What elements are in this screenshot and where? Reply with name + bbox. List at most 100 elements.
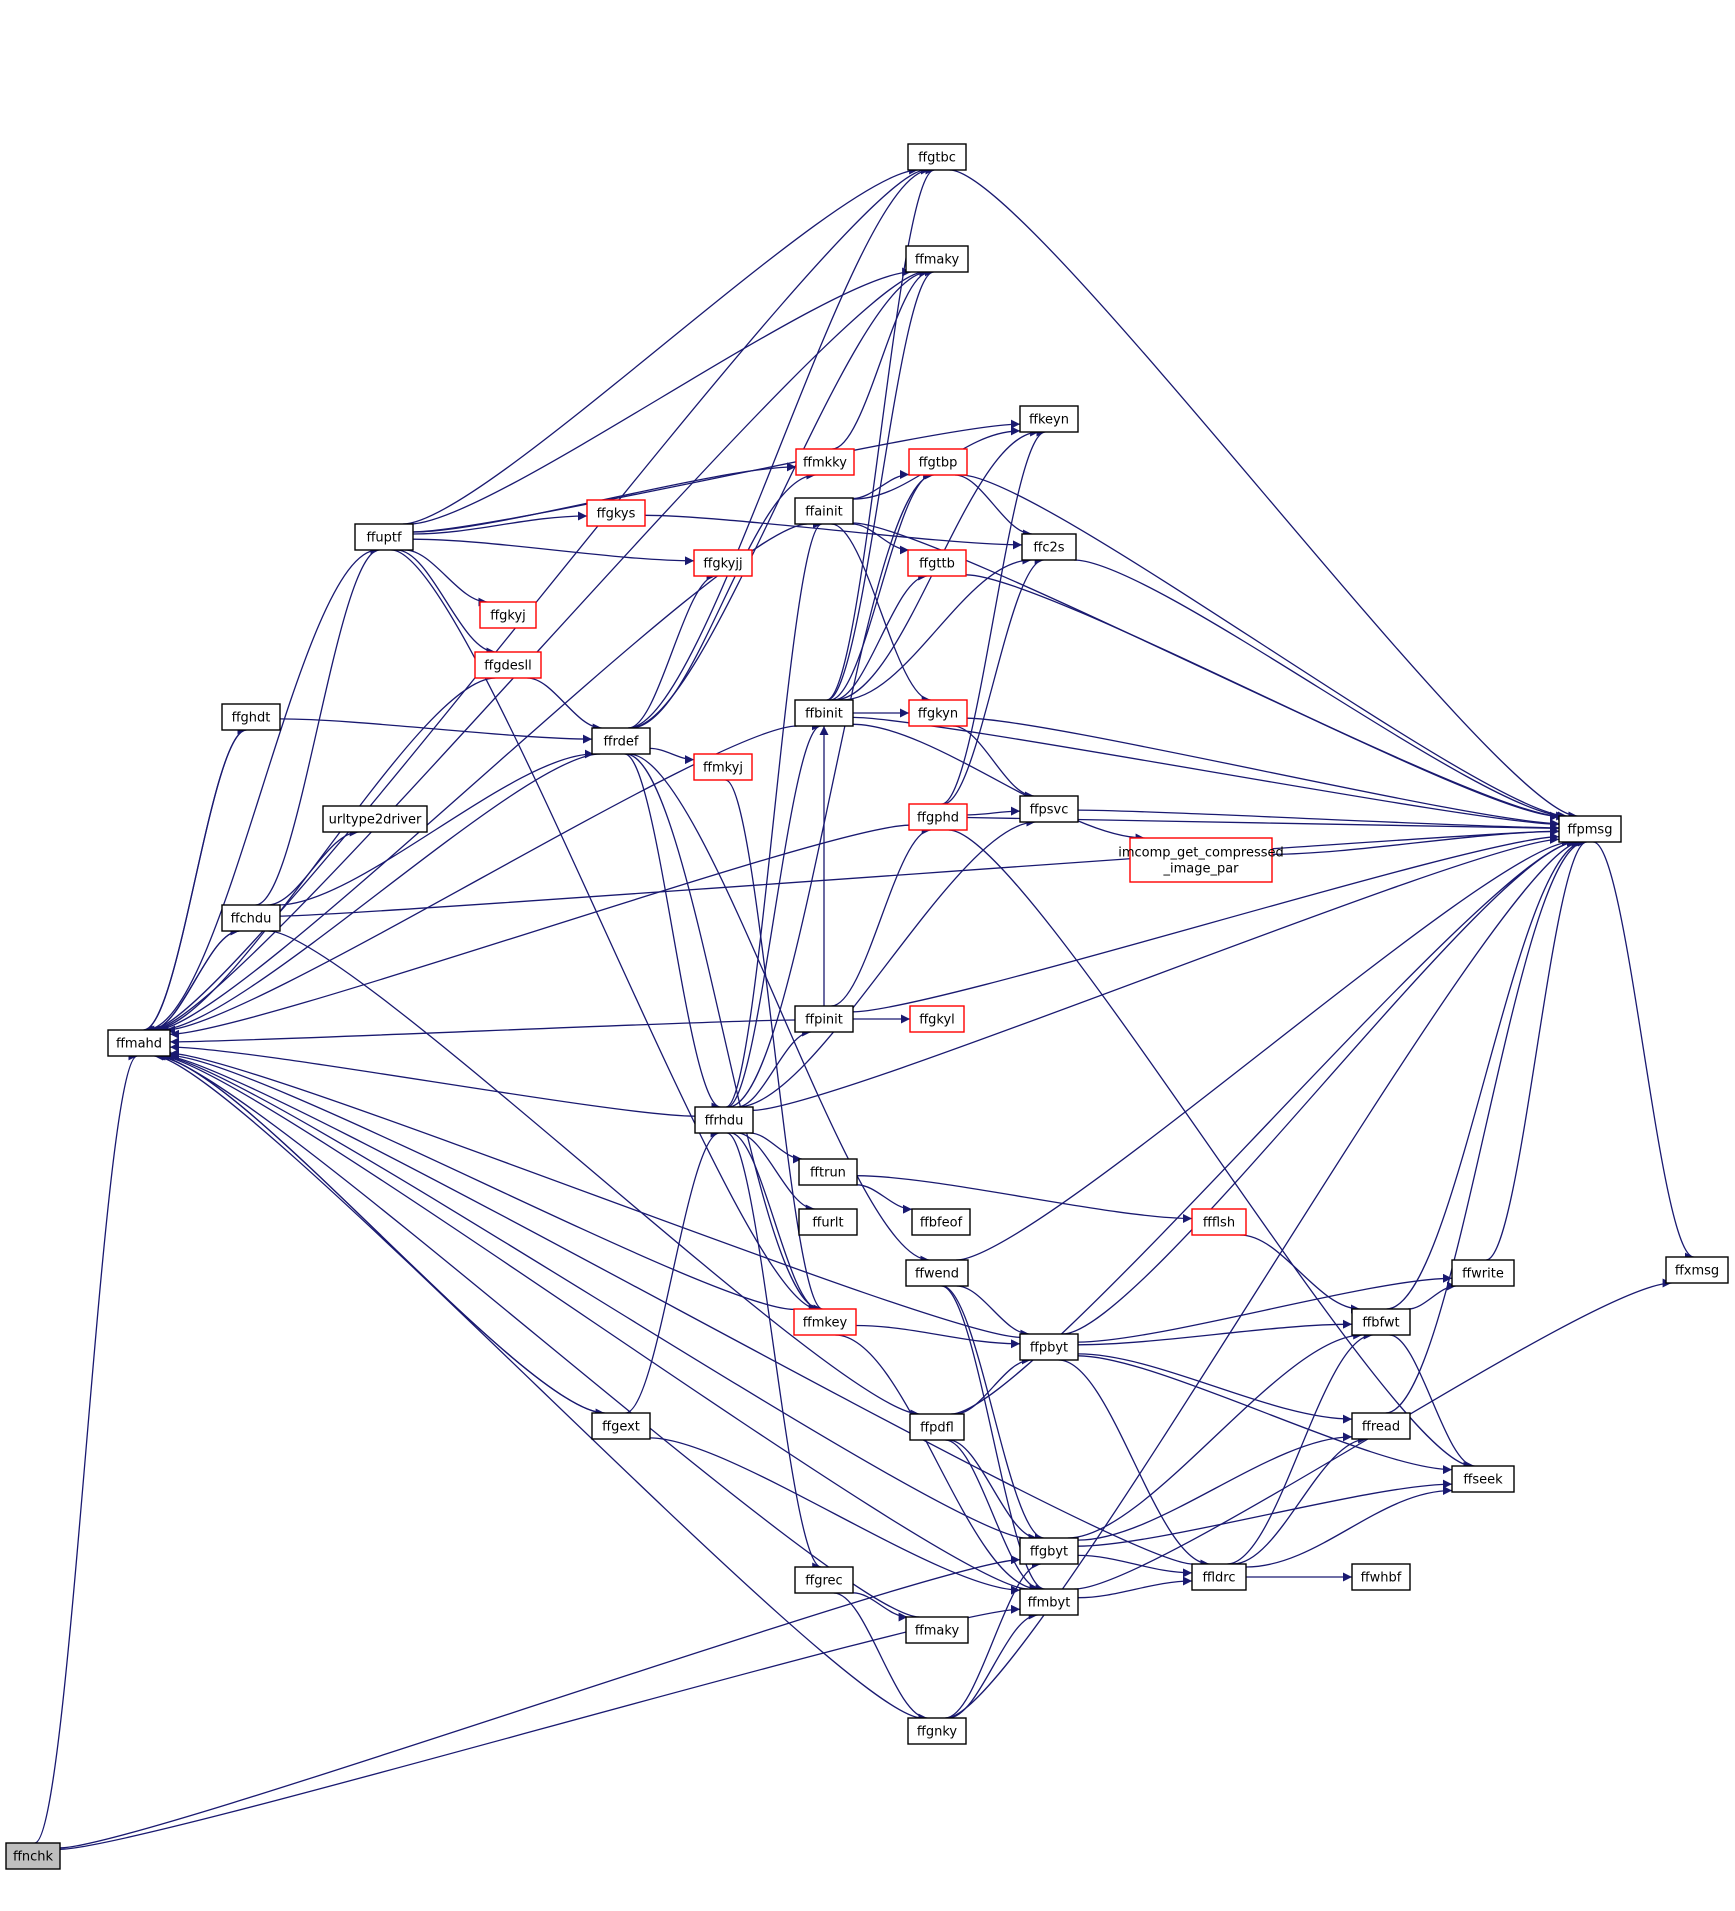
node-box-ffxmsg[interactable] [1665,1256,1729,1284]
node-ffgnky[interactable]: ffgnky [907,1717,967,1745]
node-box-ffwrite[interactable] [1451,1259,1515,1287]
node-ffmkyj[interactable]: ffmkyj [693,753,753,781]
node-box-ffgdesll[interactable] [474,651,542,679]
node-ffgrec[interactable]: ffgrec [794,1566,854,1594]
node-ffgkyj[interactable]: ffgkyj [479,601,537,629]
node-box-ffpsvc[interactable] [1019,795,1079,823]
node-box-ffpbyt[interactable] [1019,1333,1079,1361]
node-box-ffghdt[interactable] [221,703,281,731]
node-box-ffgrec[interactable] [794,1566,854,1594]
node-box-fftrun[interactable] [798,1158,858,1186]
node-box-ffseek[interactable] [1451,1465,1515,1493]
node-box-ffgbyt[interactable] [1019,1537,1079,1565]
node-ffgphd[interactable]: ffgphd [908,803,968,831]
node-box-ffainit[interactable] [794,497,854,525]
node-box-ffgtbp[interactable] [908,448,968,476]
node-box-ffmkey[interactable] [793,1308,857,1336]
node-ffmkey[interactable]: ffmkey [793,1308,857,1336]
node-box-ffmahd[interactable] [107,1029,171,1057]
node-ffflsh[interactable]: ffflsh [1191,1208,1247,1236]
node-ffmaky_bot[interactable]: ffmaky [905,1616,969,1644]
node-box-ffgkys[interactable] [586,499,646,527]
node-ffmkky[interactable]: ffmkky [795,448,855,476]
node-box-ffkeyn[interactable] [1019,405,1079,433]
node-box-ffflsh[interactable] [1191,1208,1247,1236]
node-box-ffurlt[interactable] [798,1208,858,1236]
node-ffgkyn[interactable]: ffgkyn [908,699,968,727]
node-ffrhdu[interactable]: ffrhdu [694,1106,754,1134]
node-box-ffnchk[interactable] [5,1842,61,1870]
node-box-ffmkky[interactable] [795,448,855,476]
node-box-ffmaky_top[interactable] [905,245,969,273]
node-box-ffgphd[interactable] [908,803,968,831]
node-ffuptf[interactable]: ffuptf [354,523,414,551]
node-box-ffread[interactable] [1351,1412,1411,1440]
node-box-ffgkyn[interactable] [908,699,968,727]
node-ffmahd[interactable]: ffmahd [107,1029,171,1057]
node-ffbfwt[interactable]: ffbfwt [1351,1308,1411,1336]
node-ffldrc[interactable]: ffldrc [1191,1563,1247,1591]
node-box-urltype2driver[interactable] [322,805,428,833]
node-box-ffpinit[interactable] [794,1005,854,1033]
node-box-ffbinit[interactable] [794,699,854,727]
node-ffmaky_top[interactable]: ffmaky [905,245,969,273]
node-box-ffpdfl[interactable] [909,1413,965,1441]
node-box-ffwhbf[interactable] [1351,1563,1411,1591]
node-fftrun[interactable]: fftrun [798,1158,858,1186]
node-ffrdef[interactable]: ffrdef [591,727,651,755]
node-ffgext[interactable]: ffgext [591,1412,651,1440]
node-ffgkyjj[interactable]: ffgkyjj [693,549,753,577]
node-ffwend[interactable]: ffwend [905,1259,969,1287]
node-box-ffc2s[interactable] [1021,533,1077,561]
node-box-ffmkyj[interactable] [693,753,753,781]
node-box-ffwend[interactable] [905,1259,969,1287]
node-ffwrite[interactable]: ffwrite [1451,1259,1515,1287]
node-ffurlt[interactable]: ffurlt [798,1208,858,1236]
node-ffread[interactable]: ffread [1351,1412,1411,1440]
node-ffpinit[interactable]: ffpinit [794,1005,854,1033]
node-box-ffchdu[interactable] [221,904,281,932]
node-ffseek[interactable]: ffseek [1451,1465,1515,1493]
node-ffgbyt[interactable]: ffgbyt [1019,1537,1079,1565]
node-ffkeyn[interactable]: ffkeyn [1019,405,1079,433]
node-box-ffgttb[interactable] [907,549,967,577]
node-box-ffbfwt[interactable] [1351,1308,1411,1336]
node-box-ffrhdu[interactable] [694,1106,754,1134]
node-ffpmsg[interactable]: ffpmsg [1558,815,1622,843]
node-ffgttb[interactable]: ffgttb [907,549,967,577]
node-box-ffgnky[interactable] [907,1717,967,1745]
node-ffainit[interactable]: ffainit [794,497,854,525]
node-ffghdt[interactable]: ffghdt [221,703,281,731]
node-box-ffrdef[interactable] [591,727,651,755]
node-box-ffgkyj[interactable] [479,601,537,629]
node-ffgdesll[interactable]: ffgdesll [474,651,542,679]
node-box-ffgext[interactable] [591,1412,651,1440]
node-ffpsvc[interactable]: ffpsvc [1019,795,1079,823]
node-box-ffmbyt[interactable] [1019,1588,1079,1616]
node-ffpbyt[interactable]: ffpbyt [1019,1333,1079,1361]
node-ffnchk[interactable]: ffnchk [5,1842,61,1870]
node-ffbfeof[interactable]: ffbfeof [911,1208,971,1236]
node-box-ffbfeof[interactable] [911,1208,971,1236]
node-box-ffgkyjj[interactable] [693,549,753,577]
node-ffmbyt[interactable]: ffmbyt [1019,1588,1079,1616]
node-ffpdfl[interactable]: ffpdfl [909,1413,965,1441]
node-ffchdu[interactable]: ffchdu [221,904,281,932]
node-box-ffgkyl[interactable] [909,1005,965,1033]
node-imcomp[interactable]: imcomp_get_compressed_image_par [1118,837,1284,883]
node-ffgkys[interactable]: ffgkys [586,499,646,527]
node-ffxmsg[interactable]: ffxmsg [1665,1256,1729,1284]
node-box-ffpmsg[interactable] [1558,815,1622,843]
node-box-ffmaky_bot[interactable] [905,1616,969,1644]
node-urltype2driver[interactable]: urltype2driver [322,805,428,833]
node-ffgtbc[interactable]: ffgtbc [907,143,967,171]
node-box-imcomp[interactable] [1129,837,1273,883]
node-box-ffuptf[interactable] [354,523,414,551]
node-ffbinit[interactable]: ffbinit [794,699,854,727]
node-ffgtbp[interactable]: ffgtbp [908,448,968,476]
node-ffgkyl[interactable]: ffgkyl [909,1005,965,1033]
node-box-ffgtbc[interactable] [907,143,967,171]
node-ffc2s[interactable]: ffc2s [1021,533,1077,561]
node-ffwhbf[interactable]: ffwhbf [1351,1563,1411,1591]
node-box-ffldrc[interactable] [1191,1563,1247,1591]
